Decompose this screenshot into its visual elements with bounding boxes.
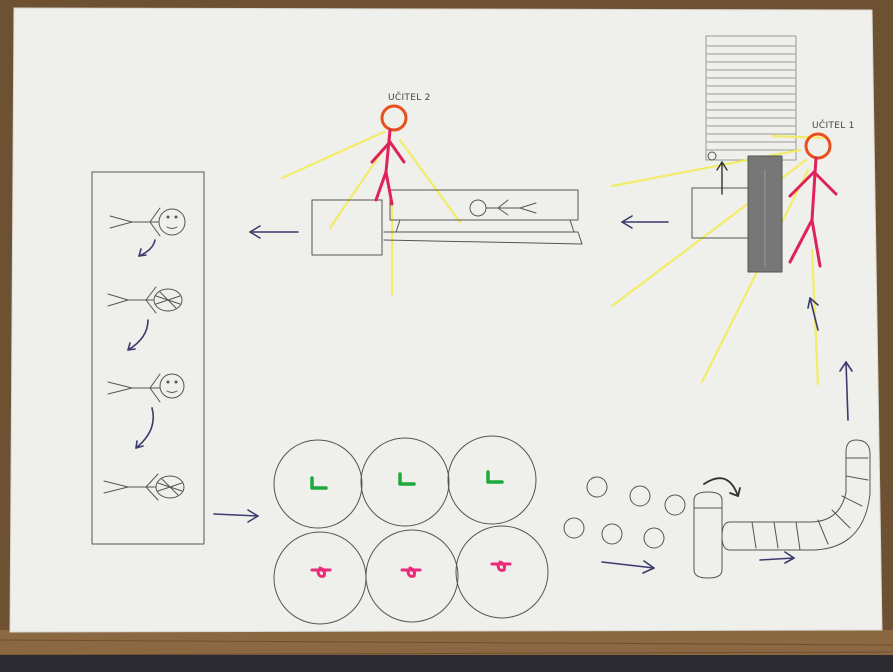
arrow-curved-right	[703, 477, 741, 497]
teacher-2-figure	[370, 104, 408, 206]
students-column	[91, 171, 205, 545]
teacher-1-figure	[788, 132, 838, 268]
arrow-right-3	[759, 551, 795, 564]
arrow-up-small	[716, 161, 728, 195]
arrow-left-2	[621, 215, 669, 229]
green-marks	[310, 470, 504, 490]
student-figure-4	[103, 473, 185, 501]
arrow-right-1	[213, 509, 259, 523]
teacher-2-label: UČITEL 2	[388, 91, 431, 103]
student-figure-2	[107, 286, 183, 314]
station-box-left	[311, 199, 383, 256]
teacher-1-label: UČITEL 1	[812, 119, 855, 131]
station-table	[389, 189, 579, 221]
student-figure-1	[109, 207, 186, 237]
arrow-curve-2	[127, 319, 149, 351]
light-rays-teacher-2	[280, 130, 462, 296]
arrow-curve-3	[135, 407, 155, 449]
arrow-curve-1	[138, 239, 156, 257]
arrow-up-2	[839, 361, 853, 421]
paper-sheet	[10, 8, 882, 632]
lying-figure-on-table	[469, 199, 537, 217]
arrow-left-1	[249, 225, 299, 239]
striped-building	[705, 35, 797, 161]
plates-grid	[273, 435, 549, 625]
small-circles	[563, 476, 686, 549]
tube-vertical	[693, 491, 723, 579]
arrow-right-2	[601, 560, 655, 574]
student-figure-3	[107, 373, 185, 403]
pink-marks	[310, 560, 512, 578]
arrow-up-1	[807, 297, 819, 331]
pipe-j	[721, 439, 871, 551]
